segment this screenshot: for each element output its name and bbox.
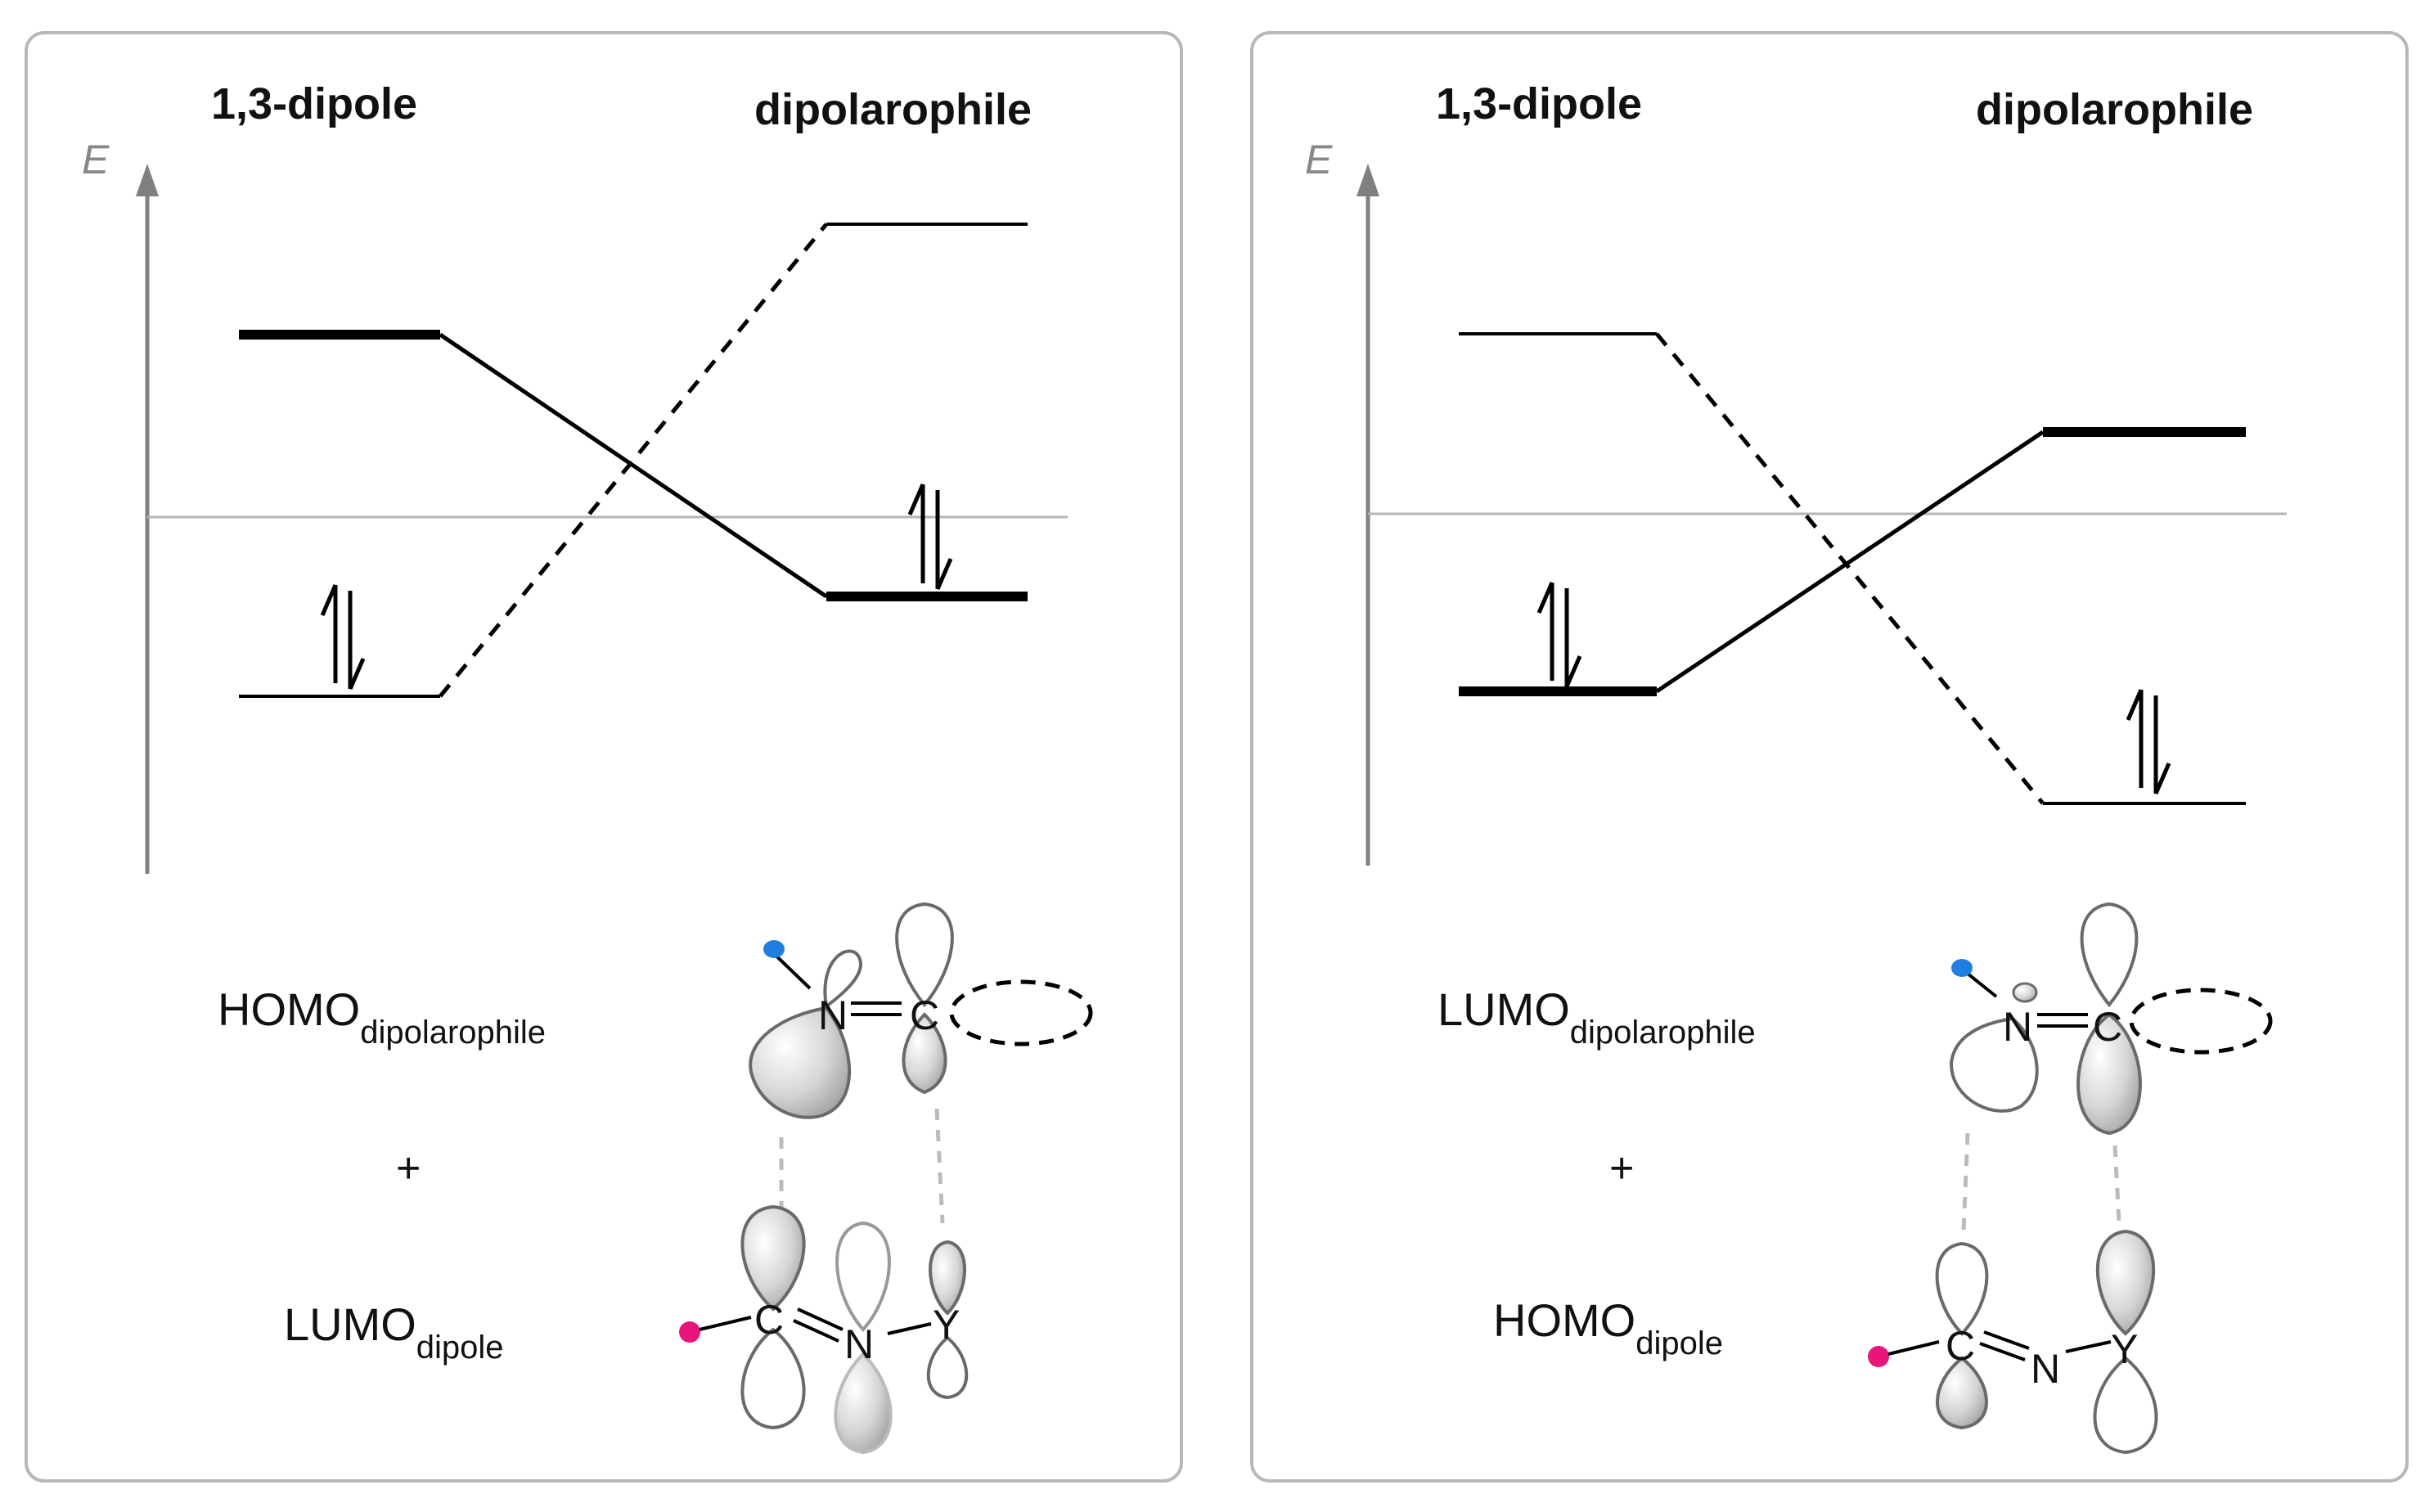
left-bottom-y-lower-lobe (926, 1335, 969, 1400)
left-panel-frame (25, 31, 1183, 1483)
left-bottom-orbital-label: LUMOdipole (284, 1298, 504, 1366)
right-top-c-upper-lobe (2080, 902, 2139, 1008)
right-top-orbital-label: LUMOdipolarophile (1437, 983, 1756, 1051)
left-bottom-atom-n: N (844, 1321, 874, 1367)
right-plus-sign: + (1609, 1145, 1634, 1192)
right-top-atom-n: N (2003, 1004, 2032, 1050)
right-top-dashed-ring (2129, 988, 2273, 1055)
left-top-atom-n: N (818, 992, 848, 1038)
left-bottom-atom-c: C (754, 1297, 784, 1343)
right-solid-interaction-line (1655, 430, 2045, 694)
left-overlap-link-2 (934, 1108, 945, 1224)
left-top-orbital-label: HOMOdipolarophile (218, 983, 546, 1051)
left-top-dashed-ring (949, 979, 1093, 1046)
right-top-n-large-lobe (1949, 1016, 2039, 1113)
right-panel-frame (1250, 31, 2409, 1483)
right-bottom-y-upper-lobe (2095, 1229, 2156, 1336)
right-magenta-substituent-dot (1868, 1346, 1889, 1367)
left-plus-sign: + (396, 1145, 421, 1192)
left-energy-axis-label: E (82, 137, 110, 182)
right-bottom-y-lower-lobe (2093, 1356, 2158, 1455)
right-overlap-link-2 (2112, 1145, 2121, 1224)
right-blue-substituent-dot (1951, 959, 1973, 977)
right-header-dipole: 1,3-dipole (1436, 79, 1642, 128)
left-blue-substituent-dot (763, 940, 785, 958)
right-bottom-molecule: C N Y (1868, 1229, 2158, 1455)
right-panel: 1,3-dipole dipolarophile E LUMOdipolarop… (1250, 31, 2409, 1483)
right-top-n-small-lobe (2012, 982, 2038, 1003)
left-dipole-homo-electron-pair (320, 584, 366, 690)
right-bottom-c-lower-lobe (1936, 1356, 1988, 1430)
left-bottom-c-upper-lobe (740, 1204, 806, 1312)
right-bottom-orbital-label: HOMOdipole (1493, 1294, 1723, 1361)
left-energy-axis-arrowhead (136, 164, 159, 196)
right-top-molecule: N C (1949, 902, 2273, 1136)
left-dipolarophile-homo-electron-pair (907, 484, 953, 590)
left-dashed-interaction-line (439, 223, 828, 698)
right-energy-axis-label: E (1305, 137, 1333, 182)
left-bottom-atom-y: Y (933, 1302, 960, 1348)
left-top-c-lower-lobe (902, 1012, 947, 1095)
right-energy-axis-arrowhead (1356, 164, 1379, 196)
right-dipole-homo-electron-pair (1536, 582, 1582, 687)
left-top-n-small-lobe (823, 949, 862, 1010)
left-bottom-molecule: C N Y (679, 1204, 969, 1455)
left-bottom-c-lower-lobe (740, 1327, 806, 1430)
right-dipolarophile-homo-electron-pair (2126, 689, 2171, 794)
left-header-dipolarophile: dipolarophile (754, 85, 1032, 134)
right-overlap-link-1 (1961, 1132, 1970, 1232)
left-solid-interaction-line (439, 332, 828, 599)
right-top-atom-c: C (2093, 1004, 2122, 1050)
right-dashed-interaction-line (1655, 332, 2045, 805)
left-bottom-n-upper-lobe (835, 1221, 891, 1333)
left-header-dipole: 1,3-dipole (211, 79, 417, 128)
left-magenta-substituent-dot (679, 1321, 700, 1343)
right-bottom-atom-c: C (1946, 1323, 1975, 1369)
left-bottom-n-lower-lobe (834, 1352, 893, 1455)
right-bottom-atom-y: Y (2111, 1326, 2138, 1372)
left-top-c-upper-lobe (895, 902, 954, 1008)
left-top-n-large-lobe (749, 1006, 852, 1119)
left-top-molecule: N C (749, 902, 1093, 1119)
right-bottom-atom-n: N (2031, 1346, 2060, 1392)
right-bottom-c-upper-lobe (1935, 1241, 1989, 1336)
right-top-c-lower-lobe (2076, 1012, 2142, 1136)
left-panel: 1,3-dipole dipolarophile E HOMOdipola (25, 31, 1183, 1483)
left-bottom-y-upper-lobe (929, 1240, 966, 1316)
right-header-dipolarophile: dipolarophile (1976, 85, 2253, 134)
left-top-atom-c: C (910, 992, 939, 1038)
